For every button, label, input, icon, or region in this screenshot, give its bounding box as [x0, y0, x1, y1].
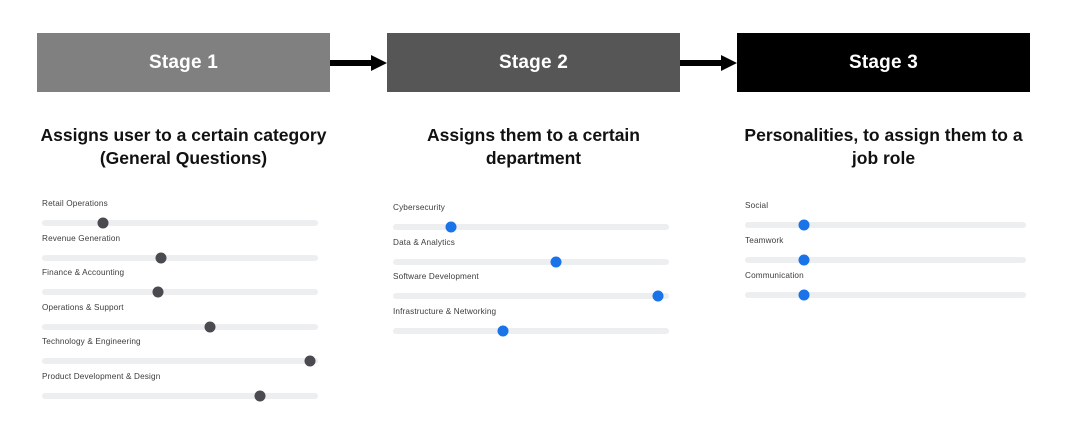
slider-item[interactable]: Infrastructure & Networking: [393, 306, 669, 343]
slider-label: Finance & Accounting: [42, 268, 125, 277]
slider-label: Revenue Generation: [42, 233, 121, 243]
slider-thumb[interactable]: [497, 325, 509, 336]
slider-label: Technology & Engineering: [42, 337, 141, 346]
slider-track[interactable]: [42, 358, 318, 364]
slider-track[interactable]: [42, 289, 318, 295]
slider-thumb[interactable]: [254, 390, 266, 401]
slider-label: Communication: [745, 271, 804, 280]
slider-track[interactable]: [745, 222, 1026, 228]
arrow-stage1-to-stage2-icon: [330, 55, 388, 71]
stage-bar-3-label: Stage 3: [849, 52, 918, 73]
slider-thumb[interactable]: [652, 290, 664, 302]
slider-thumb[interactable]: [304, 355, 316, 367]
stage-3-description: Personalities, to assign them to a job r…: [744, 125, 1023, 169]
slider-thumb[interactable]: [798, 289, 810, 301]
slider-item[interactable]: Finance & Accounting: [42, 268, 318, 304]
slider-thumb[interactable]: [97, 217, 109, 229]
slider-label: Teamwork: [745, 236, 784, 245]
slider-track[interactable]: [42, 220, 318, 226]
slider-item[interactable]: Teamwork: [745, 236, 1026, 272]
slider-label: Product Development & Design: [42, 371, 161, 381]
slider-item[interactable]: Social: [745, 201, 1026, 237]
stage-2-description: Assigns them to a certain department: [427, 125, 640, 169]
stage-bar-3[interactable]: Stage 3: [737, 33, 1030, 92]
stage-1-description: Assigns user to a certain category (Gene…: [40, 125, 327, 169]
arrow-shaft: [330, 60, 373, 66]
stage-bar-2[interactable]: Stage 2: [387, 33, 680, 92]
arrow-shaft: [680, 60, 723, 66]
slider-track[interactable]: [745, 257, 1026, 263]
slider-thumb[interactable]: [798, 254, 810, 266]
slider-label: Cybersecurity: [393, 203, 445, 212]
slider-thumb[interactable]: [204, 321, 216, 332]
slider-label: Software Development: [393, 272, 479, 281]
slider-thumb[interactable]: [152, 286, 164, 298]
slider-item[interactable]: Retail Operations: [42, 199, 318, 235]
slider-track[interactable]: [393, 224, 669, 230]
slider-track[interactable]: [42, 254, 318, 261]
slider-item[interactable]: Data & Analytics: [393, 237, 669, 274]
slider-thumb[interactable]: [445, 221, 457, 233]
slider-track[interactable]: [393, 258, 669, 265]
slider-thumb[interactable]: [550, 256, 562, 267]
slider-item[interactable]: Operations & Support: [42, 302, 318, 339]
stage-bar-2-label: Stage 2: [499, 52, 568, 73]
slider-label: Data & Analytics: [393, 237, 456, 247]
arrow-head: [721, 55, 737, 71]
slider-item[interactable]: Communication: [745, 271, 1026, 307]
slider-item[interactable]: Product Development & Design: [42, 371, 318, 408]
slider-track[interactable]: [42, 392, 318, 399]
slider-label: Social: [745, 201, 769, 210]
stage-bar-1-label: Stage 1: [149, 52, 218, 73]
stage-header-row: Stage 1 Stage 2 Stage 3: [0, 33, 1071, 93]
slider-item[interactable]: Software Development: [393, 272, 669, 308]
slider-label: Infrastructure & Networking: [393, 306, 497, 316]
slider-thumb[interactable]: [155, 252, 167, 263]
slider-thumb[interactable]: [798, 219, 810, 231]
slider-item[interactable]: Revenue Generation: [42, 233, 318, 270]
slider-label: Operations & Support: [42, 302, 124, 312]
slider-track[interactable]: [393, 293, 669, 299]
slider-item[interactable]: Technology & Engineering: [42, 337, 318, 373]
arrow-head: [371, 55, 387, 71]
slider-label: Retail Operations: [42, 199, 108, 208]
slider-item[interactable]: Cybersecurity: [393, 203, 669, 239]
slider-track[interactable]: [393, 327, 669, 334]
stage-bar-1[interactable]: Stage 1: [37, 33, 330, 92]
arrow-stage2-to-stage3-icon: [680, 55, 738, 71]
slider-track[interactable]: [42, 323, 318, 330]
slider-track[interactable]: [745, 292, 1026, 298]
